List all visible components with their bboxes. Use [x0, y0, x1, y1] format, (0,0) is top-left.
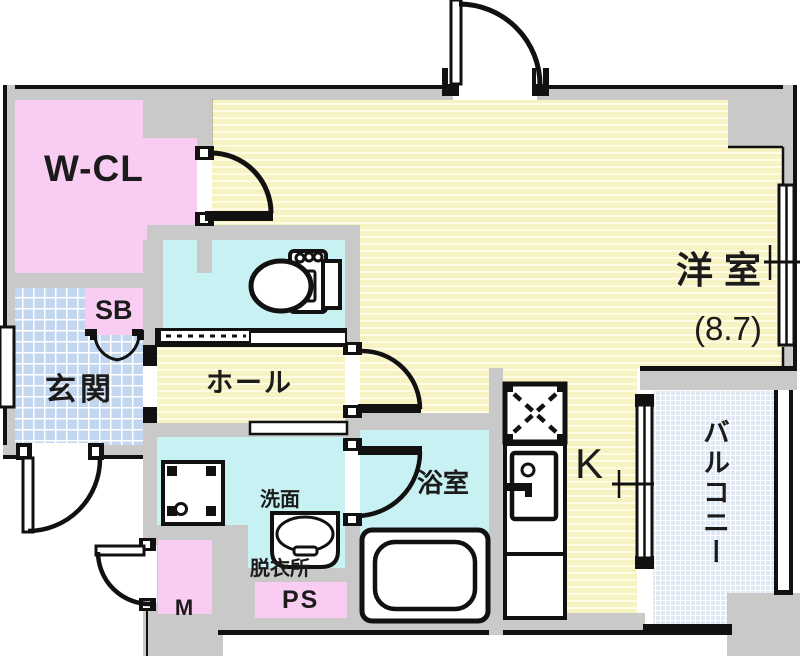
- pipe-space-label: PS: [282, 586, 320, 614]
- wall-balcony-top-line: [640, 366, 797, 371]
- hall-label: ホール: [206, 368, 293, 398]
- washing-machine-icon: [161, 460, 225, 526]
- wall-toilet-right: [345, 225, 360, 345]
- shoebox-doors: [85, 329, 144, 362]
- meter-box-label-line1: M: [174, 595, 194, 620]
- balcony-railing: [643, 390, 793, 635]
- wall-balcony-top: [640, 371, 797, 390]
- shoebox-box: [85, 285, 143, 335]
- wall-wcl-bottom: [15, 273, 143, 288]
- washroom-sliding-door: [248, 420, 349, 436]
- entrance-label: 玄関: [45, 372, 115, 407]
- meter-box: [158, 540, 212, 614]
- hall-main-room-door: [343, 342, 423, 418]
- balcony-label: バルコニー: [699, 418, 730, 568]
- wall-top-line: [3, 85, 797, 89]
- wall-left-line: [3, 85, 7, 459]
- washroom-label-line2: 脱衣所: [250, 558, 310, 580]
- wall-toilet-left-b: [143, 328, 157, 347]
- meter-box-door: [94, 538, 157, 611]
- main-room-label: 洋室: [676, 250, 772, 291]
- bathroom-label: 浴室: [417, 468, 470, 498]
- wall-toilet-top: [147, 225, 360, 240]
- pipe-space-box: [255, 582, 347, 618]
- pillar-top-right: [728, 89, 783, 147]
- bathtub-icon: [359, 527, 491, 624]
- entrance-hall-step: [143, 345, 157, 423]
- entry-door-top: [442, 0, 549, 100]
- wall-wcl-right-a: [197, 89, 212, 152]
- main-room-size-label: (8.7): [694, 310, 762, 347]
- wall-toilet-left: [143, 240, 163, 330]
- main-room-floor: [212, 100, 783, 620]
- wcl-door: [195, 146, 274, 226]
- stove-icon: [502, 381, 568, 445]
- wall-lower-left-a: [143, 423, 157, 545]
- corner-block-bottom-right: [727, 593, 800, 656]
- entrance-door: [16, 443, 104, 534]
- kitchen-unit: [502, 381, 568, 620]
- room-edge-lines: [209, 99, 785, 368]
- entrance-window: [0, 325, 16, 409]
- washbasin-icon: [270, 511, 340, 569]
- kitchen-label: K: [575, 440, 604, 487]
- toilet-icon: [248, 249, 342, 314]
- washroom-bathroom-door: [343, 438, 423, 526]
- balcony-floor: [653, 390, 774, 625]
- wcl-label: W-CL: [44, 148, 144, 189]
- kitchen-counter: [503, 552, 567, 620]
- toilet-sliding-door: [155, 328, 347, 347]
- shoebox-label: SB: [95, 295, 133, 325]
- wall-kitchen: [489, 368, 503, 635]
- washroom-label-line1: 洗面: [260, 489, 300, 511]
- wcl-floor: [15, 100, 143, 273]
- wall-bottom-line: [218, 630, 645, 635]
- wall-wcl-notch: [143, 89, 197, 138]
- wall-bathroom-top: [360, 413, 489, 430]
- windows: [0, 183, 800, 569]
- hall-floor: [155, 345, 345, 423]
